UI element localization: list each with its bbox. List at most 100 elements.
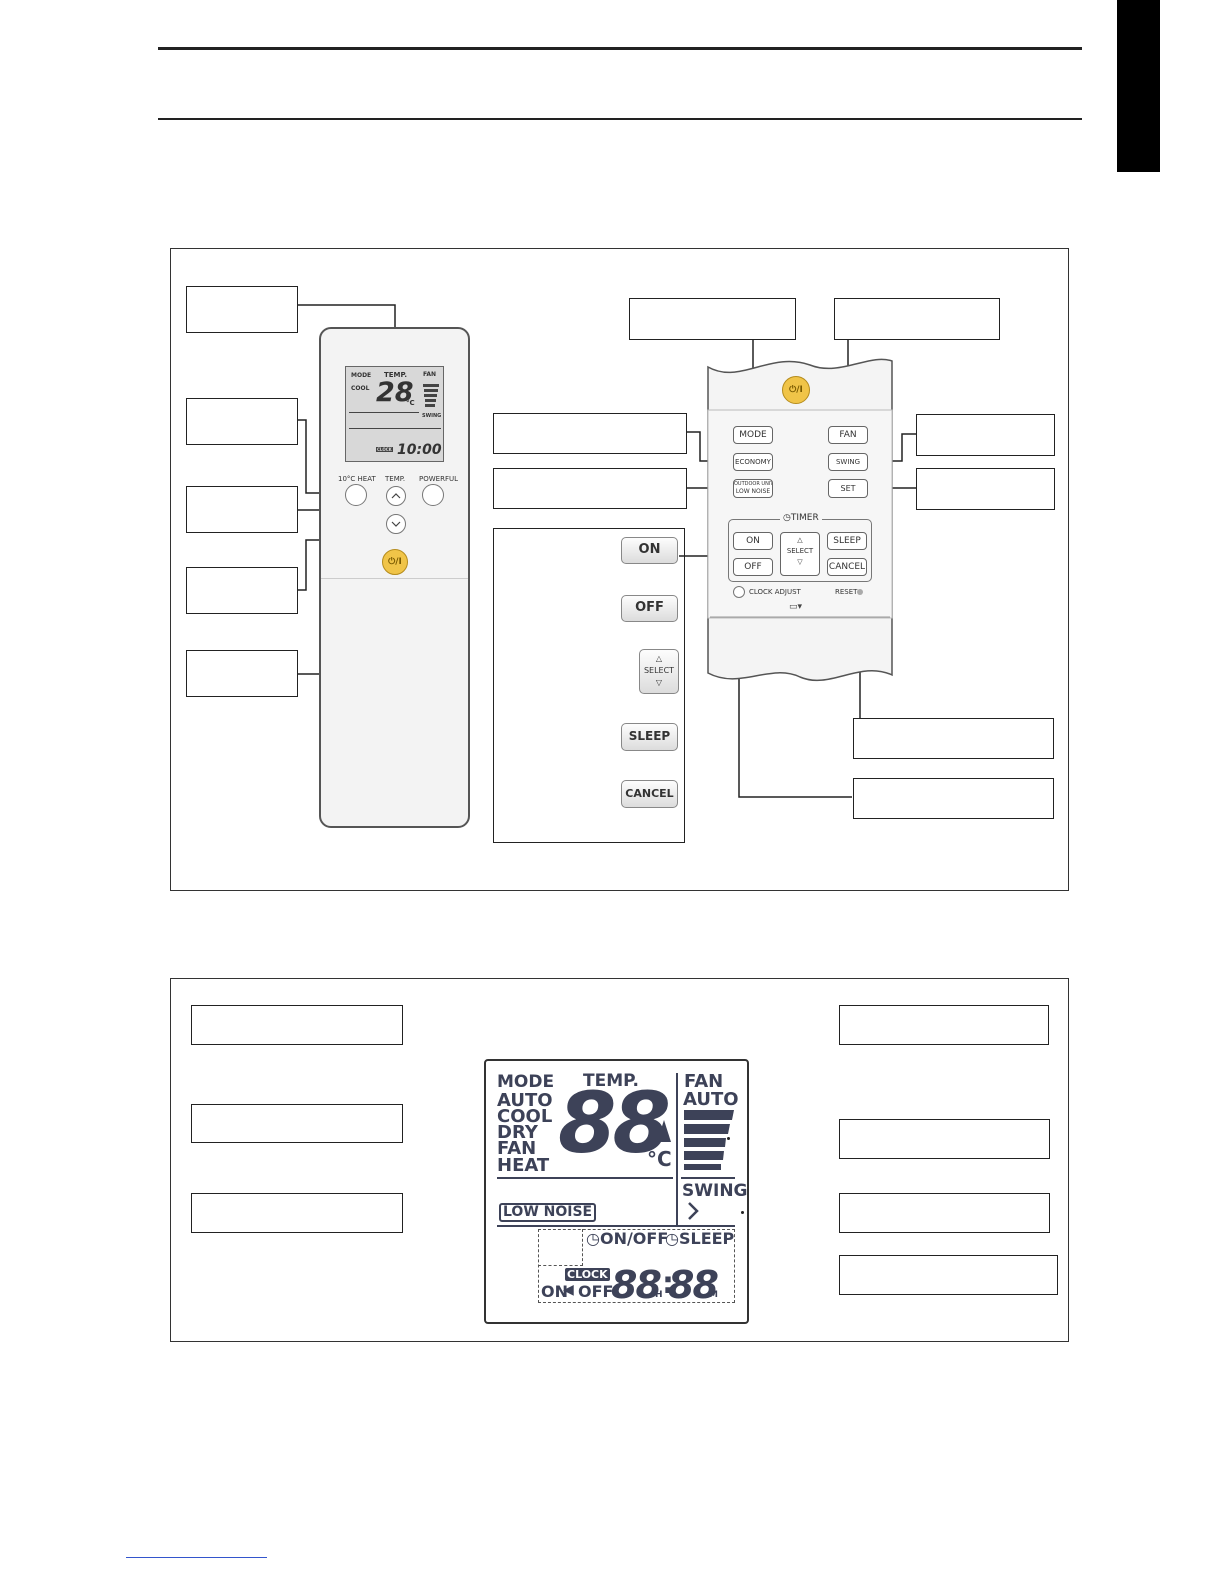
timer-dashed-inner (582, 1229, 584, 1266)
timer-clock-icon: ◷ (783, 513, 791, 523)
display-divider-low (497, 1225, 735, 1227)
display-divider-vertical (676, 1073, 678, 1225)
display-m: M (709, 1290, 718, 1300)
up-arrow-icon: △ (797, 536, 803, 544)
low-noise-label: LOW NOISE (735, 488, 771, 495)
up-arrow-icon: △ (655, 654, 663, 663)
display-temp-digits: 88 (558, 1074, 671, 1172)
temp-up-button[interactable] (386, 486, 406, 506)
remote-cover-line (321, 578, 468, 579)
lcd-display (484, 1059, 749, 1324)
legend-cancel-button: CANCEL (621, 780, 678, 808)
callout-fan-button (834, 298, 1000, 340)
display-cool: COOL (497, 1106, 553, 1127)
timer-dashed-step (538, 1265, 583, 1267)
power-button[interactable]: ⏻/I (382, 549, 408, 575)
display-timer-off: OFF (578, 1282, 614, 1301)
callout-temperature-display (191, 1005, 403, 1045)
mode-button[interactable]: MODE (733, 426, 773, 444)
low-noise-button[interactable]: OUTDOOR UNIT LOW NOISE (733, 479, 773, 498)
lcd-swing-label: SWING (422, 413, 442, 419)
lcd-clock-label: CLOCK (376, 447, 393, 452)
callout-timer-display (839, 1255, 1058, 1295)
down-arrow-icon: ▽ (797, 558, 803, 566)
fan-callout-dot (727, 1137, 730, 1140)
display-temp-label: TEMP. (583, 1071, 639, 1091)
signal-triangle-icon (657, 1120, 671, 1142)
timer-sleep-button[interactable]: SLEEP (827, 532, 867, 550)
display-heat: HEAT (497, 1155, 550, 1176)
callout-power-button (186, 650, 298, 697)
lcd-temp-value: 28 (376, 377, 414, 408)
display-hours: 88 (611, 1263, 662, 1307)
lcd-temp-label: TEMP. (384, 371, 408, 379)
fan-button[interactable]: FAN (828, 426, 868, 444)
timer-on-button[interactable]: ON (733, 532, 773, 550)
lcd-mode-label: MODE (351, 372, 372, 379)
swing-callout-dot (741, 1211, 744, 1214)
swing-button[interactable]: SWING (828, 453, 868, 471)
display-arrow: ◀ (563, 1282, 574, 1298)
clock-adjust-button[interactable] (733, 586, 745, 598)
callout-low-noise-button (493, 468, 687, 509)
down-arrow-icon (391, 521, 401, 527)
heat-button[interactable] (345, 484, 367, 506)
side-tab (1117, 0, 1160, 172)
select-label: SELECT (786, 547, 814, 555)
callout-signal-transmitter (186, 286, 298, 333)
display-colon: : (662, 1266, 674, 1301)
callout-clock-adjust-button (853, 778, 1054, 819)
reset-button[interactable] (857, 589, 863, 595)
display-unit: °C (647, 1147, 672, 1171)
lcd-time: 10:00 (397, 442, 442, 458)
lcd-divider (349, 412, 419, 413)
footer-link-underline (126, 1557, 267, 1558)
callout-low-noise-display (191, 1193, 403, 1233)
economy-label: ECONOMY (735, 458, 771, 466)
display-fan-label: FAN (684, 1071, 724, 1092)
powerful-button-label: POWERFUL (419, 475, 458, 483)
callout-transmit-display (839, 1005, 1049, 1045)
timer-dashed-box (538, 1229, 735, 1303)
display-low-noise: LOW NOISE (499, 1203, 597, 1222)
display-fan-mode: FAN (497, 1138, 537, 1159)
display-dry: DRY (497, 1122, 538, 1143)
callout-reset-button (853, 718, 1054, 759)
timer-dashed-mask (539, 1230, 583, 1266)
timer-off-button[interactable]: OFF (733, 558, 773, 576)
legend-on-button: ON (621, 537, 678, 564)
temp-down-button[interactable] (386, 514, 406, 534)
legend-sleep-button: SLEEP (621, 723, 678, 751)
outdoor-unit-label: OUTDOOR UNIT (734, 481, 773, 487)
display-h: H (655, 1290, 663, 1300)
lcd-unit: °C (406, 399, 415, 407)
display-on-off: ◷ON/OFF (586, 1229, 669, 1248)
powerful-button[interactable] (422, 484, 444, 506)
economy-button[interactable]: ECONOMY (733, 453, 773, 471)
display-sleep: ◷SLEEP (665, 1229, 735, 1248)
callout-mode-button (629, 298, 796, 340)
display-auto: AUTO (497, 1090, 553, 1111)
clock-adjust-label: CLOCK ADJUST (749, 588, 801, 596)
timer-cancel-button[interactable]: CANCEL (827, 558, 867, 576)
legend-off-button: OFF (621, 595, 678, 622)
down-arrow-icon: ▽ (655, 678, 663, 687)
set-label: SET (840, 484, 856, 493)
timer-buttons-panel (493, 528, 685, 843)
legend-select-button: △ SELECT ▽ (639, 649, 679, 694)
display-fan-bars (684, 1110, 734, 1170)
callout-display (186, 398, 298, 445)
callout-mode-display (191, 1104, 403, 1143)
swing-label: SWING (835, 458, 861, 466)
up-arrow-icon (391, 493, 401, 499)
battery-icon: ▭▾ (789, 602, 803, 612)
detail-power-button[interactable]: ⏻/I (782, 376, 810, 404)
set-button[interactable]: SET (828, 479, 868, 498)
reset-label: RESET (835, 588, 858, 596)
callout-temp-buttons (186, 486, 298, 533)
remote-lcd: MODE COOL TEMP. 28 °C FAN SWING CLOCK 10… (345, 366, 444, 462)
callout-swing-display (839, 1193, 1050, 1233)
callout-economy-button (493, 413, 687, 454)
timer-select-button[interactable]: △ SELECT ▽ (780, 532, 820, 576)
timer-clock-icon: ◷ (665, 1229, 679, 1248)
